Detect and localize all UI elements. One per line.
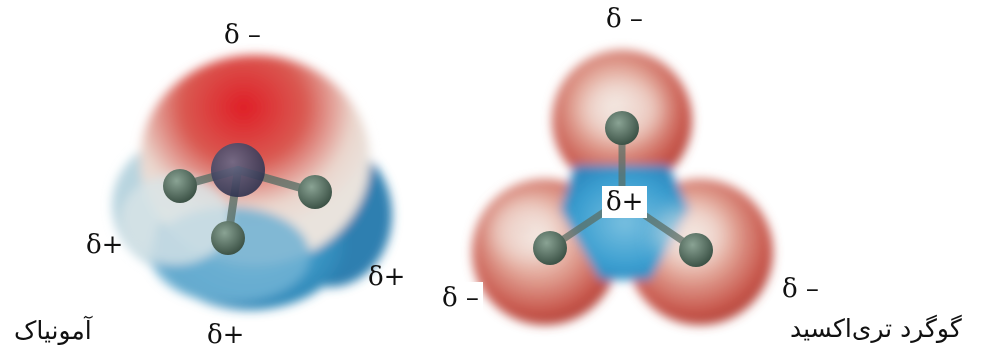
ammonia-charge-right: δ+ <box>368 264 405 290</box>
so3-charge-right: δ – <box>782 276 819 302</box>
so3-charge-left: δ – <box>438 282 483 314</box>
oxygen-atom <box>679 233 713 267</box>
oxygen-atom <box>605 111 639 145</box>
hydrogen-atom <box>163 169 197 203</box>
so3-charge-center: δ+ <box>602 186 647 218</box>
ammonia-potential-map <box>112 55 392 310</box>
oxygen-atom <box>533 231 567 265</box>
hydrogen-atom <box>211 221 245 255</box>
hydrogen-atom <box>298 175 332 209</box>
ammonia-charge-bottom: δ+ <box>207 322 244 348</box>
ammonia-caption: آمونیاک <box>14 318 92 343</box>
so3-charge-top: δ – <box>606 6 643 32</box>
ammonia-charge-top: δ – <box>224 22 261 48</box>
nitrogen-atom <box>211 143 265 197</box>
ammonia-charge-left: δ+ <box>86 232 123 258</box>
so3-caption: گوگرد تری‌اکسید <box>790 316 962 341</box>
